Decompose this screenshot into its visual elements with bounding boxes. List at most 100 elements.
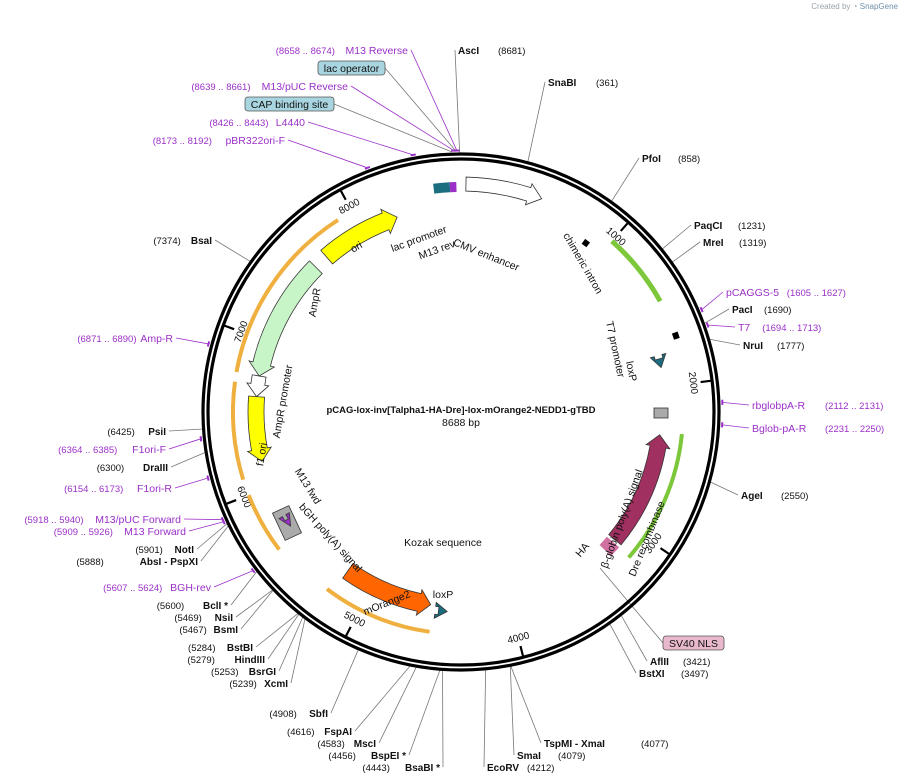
lac-operator-leader	[384, 67, 456, 151]
primer-f1ori-r: F1ori-R (6154 .. 6173)	[64, 483, 172, 495]
primer-leader-t7	[707, 324, 736, 328]
snapgene-credit: Created by ◔ SnapGene	[811, 2, 898, 11]
tick-mark-4000	[519, 645, 524, 657]
enzyme-site-agei: AgeI(2550)	[741, 491, 808, 502]
enzyme-site-smai: SmaI(4079)	[517, 751, 585, 762]
morange-orange-band	[325, 587, 430, 634]
enzyme-leader-bsai	[214, 239, 251, 263]
primer-leader-m13-puc-forward	[183, 518, 223, 521]
cmv-enhancer-label: CMV enhancer	[451, 237, 521, 275]
enzyme-site-aflii: AflII(3421)	[650, 657, 710, 668]
enzyme-leader-bspei	[408, 669, 441, 756]
bglob-polya-feature	[653, 407, 669, 419]
enzyme-position-asci: (8681)	[498, 46, 525, 57]
enzyme-site-pfoi: PfoI (858)	[642, 154, 700, 165]
enzyme-position-bsmi: (5467)	[179, 625, 206, 636]
ampr-label: AmpR	[307, 287, 324, 318]
enzyme-name-smai: SmaI	[517, 751, 541, 762]
enzyme-site-bsai: BsaI(7374)	[153, 236, 212, 247]
primer-pbr322ori-f: pBR322ori-F(8173 .. 8192)	[153, 135, 285, 147]
ha-tag-feature	[599, 536, 620, 557]
enzyme-name-bsai: BsaI	[191, 236, 212, 247]
site-labels: AscI(8681)SnaBI(361)PfoI(858)PaqCI(1231)…	[24, 45, 884, 774]
primer-name-rbglobpa-r: rbglobpA-R	[752, 400, 806, 412]
primer-name-f1ori-r: F1ori-R	[137, 483, 172, 495]
enzyme-position-pfoi: (858)	[678, 154, 700, 165]
enzyme-name-msci: MscI	[354, 739, 376, 750]
primer-mark-amp-r	[206, 341, 211, 347]
primer-range-pcaggs-5: (1605 .. 1627)	[787, 288, 846, 299]
tick-mark-8000	[339, 190, 347, 201]
lower-orange-band	[246, 494, 281, 551]
primer-range-m13-forward: (5909 .. 5926)	[54, 527, 113, 538]
enzyme-name-xcmi: XcmI	[264, 679, 288, 690]
enzyme-site-hindiii: HindIII(5279)	[187, 655, 265, 666]
primer-bgh-rev: BGH-rev(5607 .. 5624)	[103, 582, 212, 594]
primer-range-f1ori-r: (6154 .. 6173)	[64, 484, 123, 495]
enzyme-site-psii: PsiI(6425)	[107, 427, 166, 438]
bgh-polya-label: bGH poly(A) signal	[296, 501, 364, 575]
enzyme-site-snabi: SnaBI(361)	[548, 78, 618, 89]
enzyme-position-mrei: (1319)	[739, 238, 766, 249]
enzyme-leader-snabi	[527, 81, 546, 163]
tick-label-2000: 2000	[686, 371, 700, 395]
enzyme-leader-xcmi	[290, 618, 306, 684]
lac-promoter-feature	[433, 182, 451, 194]
t7-promoter-label: T7 promoter	[603, 320, 627, 379]
enzyme-name-bsrgi: BsrGI	[249, 667, 276, 678]
tick-mark-5000	[345, 626, 352, 637]
enzyme-site-mrei: MreI(1319)	[703, 238, 766, 249]
enzyme-leader-bsmi	[240, 589, 274, 630]
primer-mark-t7	[705, 322, 710, 328]
ampr-orange-band	[234, 218, 340, 373]
pacI-feature-segment	[671, 331, 680, 340]
primer-amp-r: Amp-R(6871 .. 6890)	[77, 333, 173, 345]
enzyme-site-bstbi: BstBI(5284)	[188, 643, 253, 654]
primer-leader-amp-r	[175, 337, 209, 345]
enzyme-position-bstbi: (5284)	[188, 643, 215, 654]
loxp-2-feature	[433, 601, 448, 619]
primer-mark-l4440	[410, 153, 416, 157]
enzyme-leader-sbfi	[330, 649, 359, 714]
primer-l4440: L4440(8426 .. 8443)	[209, 117, 305, 129]
enzyme-name-pfoi: PfoI	[642, 154, 661, 165]
primer-leader-m13-puc-reverse	[350, 85, 455, 151]
enzyme-position-paci: (1690)	[764, 305, 791, 316]
enzyme-name-psii: PsiI	[148, 427, 166, 438]
f1-orange-band	[231, 381, 246, 481]
enzyme-name-draiii: DraIII	[143, 463, 168, 474]
enzyme-position-noti: (5901)	[135, 545, 162, 556]
enzyme-name-paqci: PaqCI	[694, 221, 723, 232]
primer-range-bgh-rev: (5607 .. 5624)	[103, 583, 162, 594]
enzyme-leader-bcli	[230, 570, 258, 606]
enzyme-leader-msci	[378, 666, 417, 744]
loxp-1-label: loxP	[623, 360, 639, 382]
enzyme-position-xcmi: (5239)	[229, 679, 256, 690]
enzyme-leader-bstxi	[609, 623, 637, 674]
enzyme-name-asci: AscI	[458, 46, 479, 57]
enzyme-name-nsii: NsiI	[215, 613, 234, 624]
kozak-sequence-label: Kozak sequence	[404, 537, 482, 549]
enzyme-name-bstxi: BstXI	[639, 669, 665, 680]
credit-brand: SnapGene	[859, 2, 898, 11]
enzyme-leader-agei	[709, 481, 739, 496]
cap-binding-site-box: CAP binding site	[244, 96, 335, 112]
enzyme-name-bspei: BspEI *	[371, 751, 406, 762]
enzyme-position-bsrgi: (5253)	[211, 667, 238, 678]
enzyme-site-bsabi: BsaBI *(4443)	[362, 763, 440, 774]
enzyme-leader-bsrgi	[278, 616, 304, 672]
primer-name-f1ori-f: F1ori-F	[132, 444, 166, 456]
primer-leader-f1ori-f	[168, 438, 201, 450]
enzyme-leader-paqci	[661, 224, 692, 250]
enzyme-name-bsmi: BsmI	[214, 625, 239, 636]
enzyme-name-absi-pspxi: AbsI - PspXI	[140, 557, 199, 568]
tick-label-8000: 8000	[337, 197, 362, 217]
enzyme-site-tspmi-xmai: TspMI - XmaI(4077)	[544, 739, 668, 750]
ha-tag-label: HA	[573, 541, 592, 560]
loxp-2-label: loxP	[433, 589, 453, 601]
enzyme-site-bsmi: BsmI (5467)	[179, 625, 238, 636]
chimeric-intron-band	[610, 239, 663, 303]
primer-m13-reverse: M13 Reverse(8658 .. 8674)	[276, 45, 408, 57]
enzyme-position-tspmi-xmai: (4077)	[641, 739, 668, 750]
enzyme-name-agei: AgeI	[741, 491, 763, 502]
